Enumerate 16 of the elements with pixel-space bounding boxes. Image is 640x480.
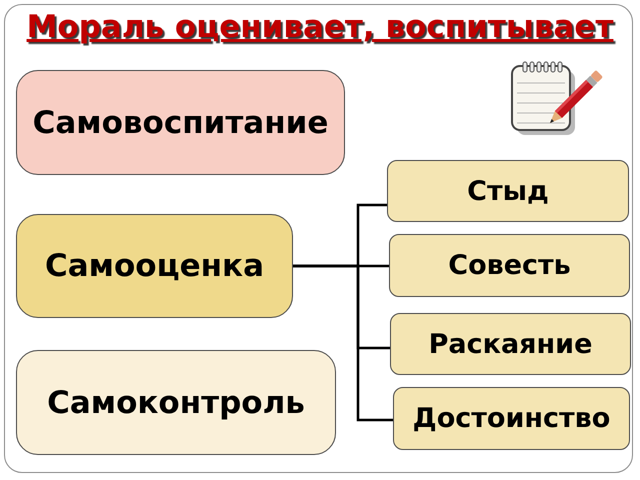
node-label: Достоинство: [412, 403, 610, 434]
rounded-box: [16, 214, 293, 318]
rounded-box: [390, 313, 631, 375]
node-label: Раскаяние: [428, 328, 592, 360]
rounded-box: [393, 387, 630, 450]
node-label: Совесть: [448, 250, 571, 281]
node-label: Самоконтроль: [47, 384, 305, 420]
node-label: Самооценка: [45, 248, 264, 284]
rounded-box: [389, 234, 630, 297]
connector-line: [293, 264, 393, 422]
title: Мораль оценивает, воспитывает: [26, 9, 614, 45]
rounded-box: [387, 160, 629, 222]
node-label: Стыд: [467, 176, 549, 206]
rounded-box: [16, 350, 336, 455]
rounded-box: [16, 70, 345, 175]
node-label: Самовоспитание: [32, 104, 328, 140]
